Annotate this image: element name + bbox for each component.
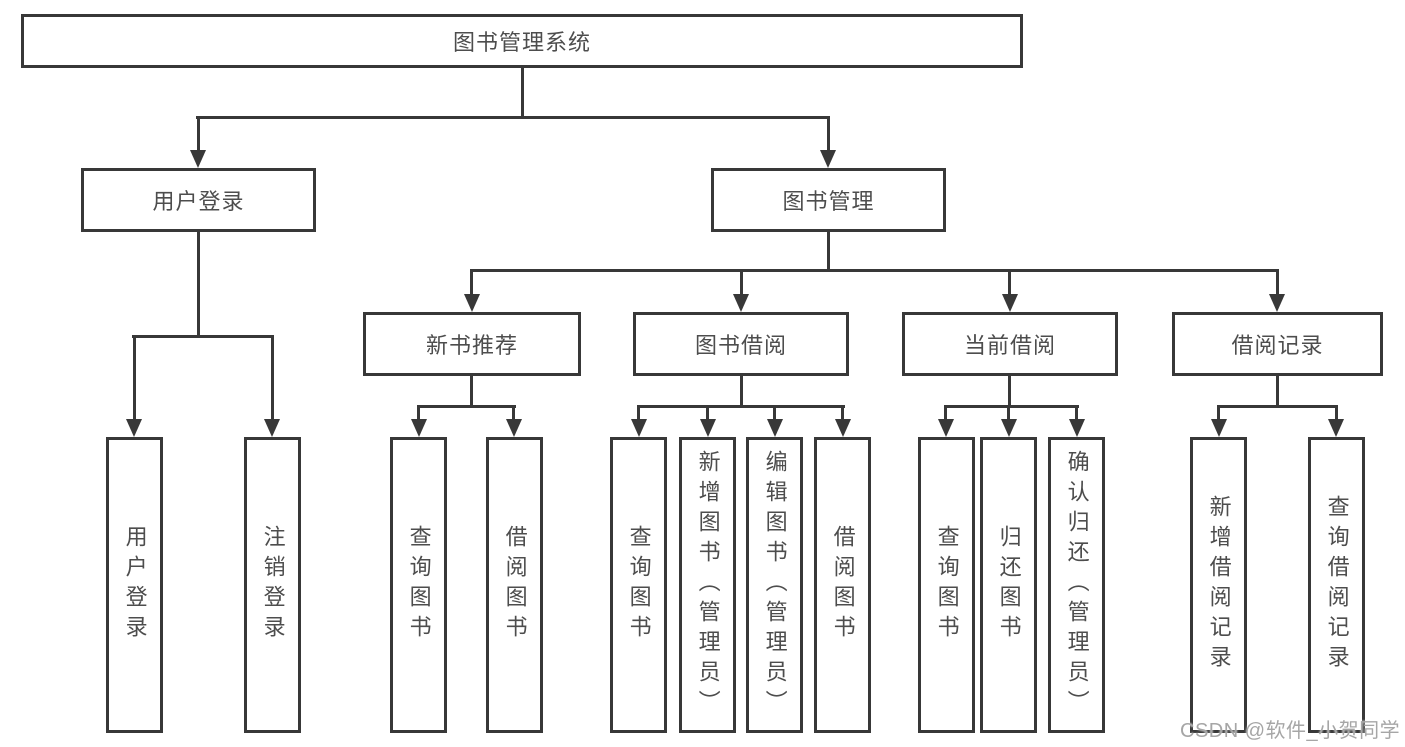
node-label: 图书管理 xyxy=(782,189,875,214)
connector-line xyxy=(944,405,1079,408)
connector-line xyxy=(470,272,473,294)
node-label: 图书管理系统 xyxy=(452,30,591,55)
leaf-borrow-books: 借阅图书 xyxy=(814,437,871,733)
connector-line xyxy=(944,408,947,419)
connector-line xyxy=(827,119,830,150)
arrowhead-down-icon xyxy=(700,419,716,437)
node-label: 当前借阅 xyxy=(963,333,1056,358)
connector-line xyxy=(133,338,136,419)
arrowhead-down-icon xyxy=(938,419,954,437)
arrowhead-down-icon xyxy=(126,419,142,437)
node-book-borrowing: 图书借阅 xyxy=(633,312,849,376)
connector-line xyxy=(1335,408,1338,419)
connector-line xyxy=(637,405,845,408)
node-user-login: 用户登录 xyxy=(81,168,316,232)
node-label: 用户登录 xyxy=(122,525,148,645)
node-new-book-recommendation: 新书推荐 xyxy=(363,312,581,376)
leaf-add-books-admin: 新增图书（管理员） xyxy=(679,437,736,733)
connector-line xyxy=(1217,405,1338,408)
node-label: 查询图书 xyxy=(934,525,960,645)
connector-line xyxy=(1075,408,1078,419)
connector-line xyxy=(132,335,274,338)
connector-line xyxy=(512,408,515,419)
arrowhead-down-icon xyxy=(631,419,647,437)
arrowhead-down-icon xyxy=(411,419,427,437)
leaf-query-borrow-record: 查询借阅记录 xyxy=(1308,437,1365,733)
arrowhead-down-icon xyxy=(1269,294,1285,312)
node-label: 查询借阅记录 xyxy=(1324,495,1350,675)
arrowhead-down-icon xyxy=(820,150,836,168)
leaf-edit-books-admin: 编辑图书（管理员） xyxy=(746,437,803,733)
leaf-query-books-current: 查询图书 xyxy=(918,437,975,733)
arrowhead-down-icon xyxy=(506,419,522,437)
connector-line xyxy=(740,272,743,294)
node-book-management: 图书管理 xyxy=(711,168,946,232)
arrowhead-down-icon xyxy=(733,294,749,312)
connector-line xyxy=(470,269,1279,272)
connector-line xyxy=(271,338,274,419)
node-label: 用户登录 xyxy=(152,189,245,214)
connector-line xyxy=(197,119,200,150)
node-label: 确认归还（管理员） xyxy=(1064,450,1090,720)
connector-line xyxy=(827,232,830,270)
node-label: 查询图书 xyxy=(406,525,432,645)
connector-line xyxy=(470,376,473,407)
node-label: 注销登录 xyxy=(260,525,286,645)
arrowhead-down-icon xyxy=(1328,419,1344,437)
connector-line xyxy=(1276,272,1279,294)
arrowhead-down-icon xyxy=(1069,419,1085,437)
connector-line xyxy=(197,232,200,337)
connector-line xyxy=(1276,376,1279,406)
leaf-return-books: 归还图书 xyxy=(980,437,1037,733)
connector-line xyxy=(706,408,709,419)
arrowhead-down-icon xyxy=(1002,294,1018,312)
arrowhead-down-icon xyxy=(767,419,783,437)
csdn-watermark: CSDN @软件_小贺同学 xyxy=(1180,720,1401,742)
leaf-confirm-return-admin: 确认归还（管理员） xyxy=(1048,437,1105,733)
node-label: 借阅图书 xyxy=(830,525,856,645)
connector-line xyxy=(773,408,776,419)
node-label: 图书借阅 xyxy=(694,333,787,358)
connector-line xyxy=(196,116,830,119)
connector-line xyxy=(1008,376,1011,406)
node-label: 编辑图书（管理员） xyxy=(762,450,788,720)
arrowhead-down-icon xyxy=(264,419,280,437)
node-borrowing-records: 借阅记录 xyxy=(1172,312,1383,376)
node-label: 借阅图书 xyxy=(502,525,528,645)
leaf-logout: 注销登录 xyxy=(244,437,301,733)
leaf-borrow-books-recommend: 借阅图书 xyxy=(486,437,543,733)
node-label: 归还图书 xyxy=(996,525,1022,645)
node-label: 借阅记录 xyxy=(1231,333,1324,358)
connector-line xyxy=(740,376,743,406)
leaf-user-login: 用户登录 xyxy=(106,437,163,733)
arrowhead-down-icon xyxy=(835,419,851,437)
node-label: 新增借阅记录 xyxy=(1206,495,1232,675)
connector-line xyxy=(1007,408,1010,419)
connector-line xyxy=(637,408,640,419)
arrowhead-down-icon xyxy=(1211,419,1227,437)
node-label: 查询图书 xyxy=(626,525,652,645)
arrowhead-down-icon xyxy=(1001,419,1017,437)
connector-line xyxy=(417,405,516,408)
connector-line xyxy=(417,408,420,419)
leaf-query-books-borrow: 查询图书 xyxy=(610,437,667,733)
arrowhead-down-icon xyxy=(190,150,206,168)
node-root-library-management-system: 图书管理系统 xyxy=(21,14,1023,68)
leaf-add-borrow-record: 新增借阅记录 xyxy=(1190,437,1247,733)
connector-line xyxy=(841,408,844,419)
connector-line xyxy=(1217,408,1220,419)
leaf-query-books-recommend: 查询图书 xyxy=(390,437,447,733)
connector-line xyxy=(521,68,524,117)
node-label: 新增图书（管理员） xyxy=(695,450,721,720)
arrowhead-down-icon xyxy=(464,294,480,312)
node-label: 新书推荐 xyxy=(425,333,518,358)
connector-line xyxy=(1008,272,1011,294)
node-current-borrowing: 当前借阅 xyxy=(902,312,1118,376)
